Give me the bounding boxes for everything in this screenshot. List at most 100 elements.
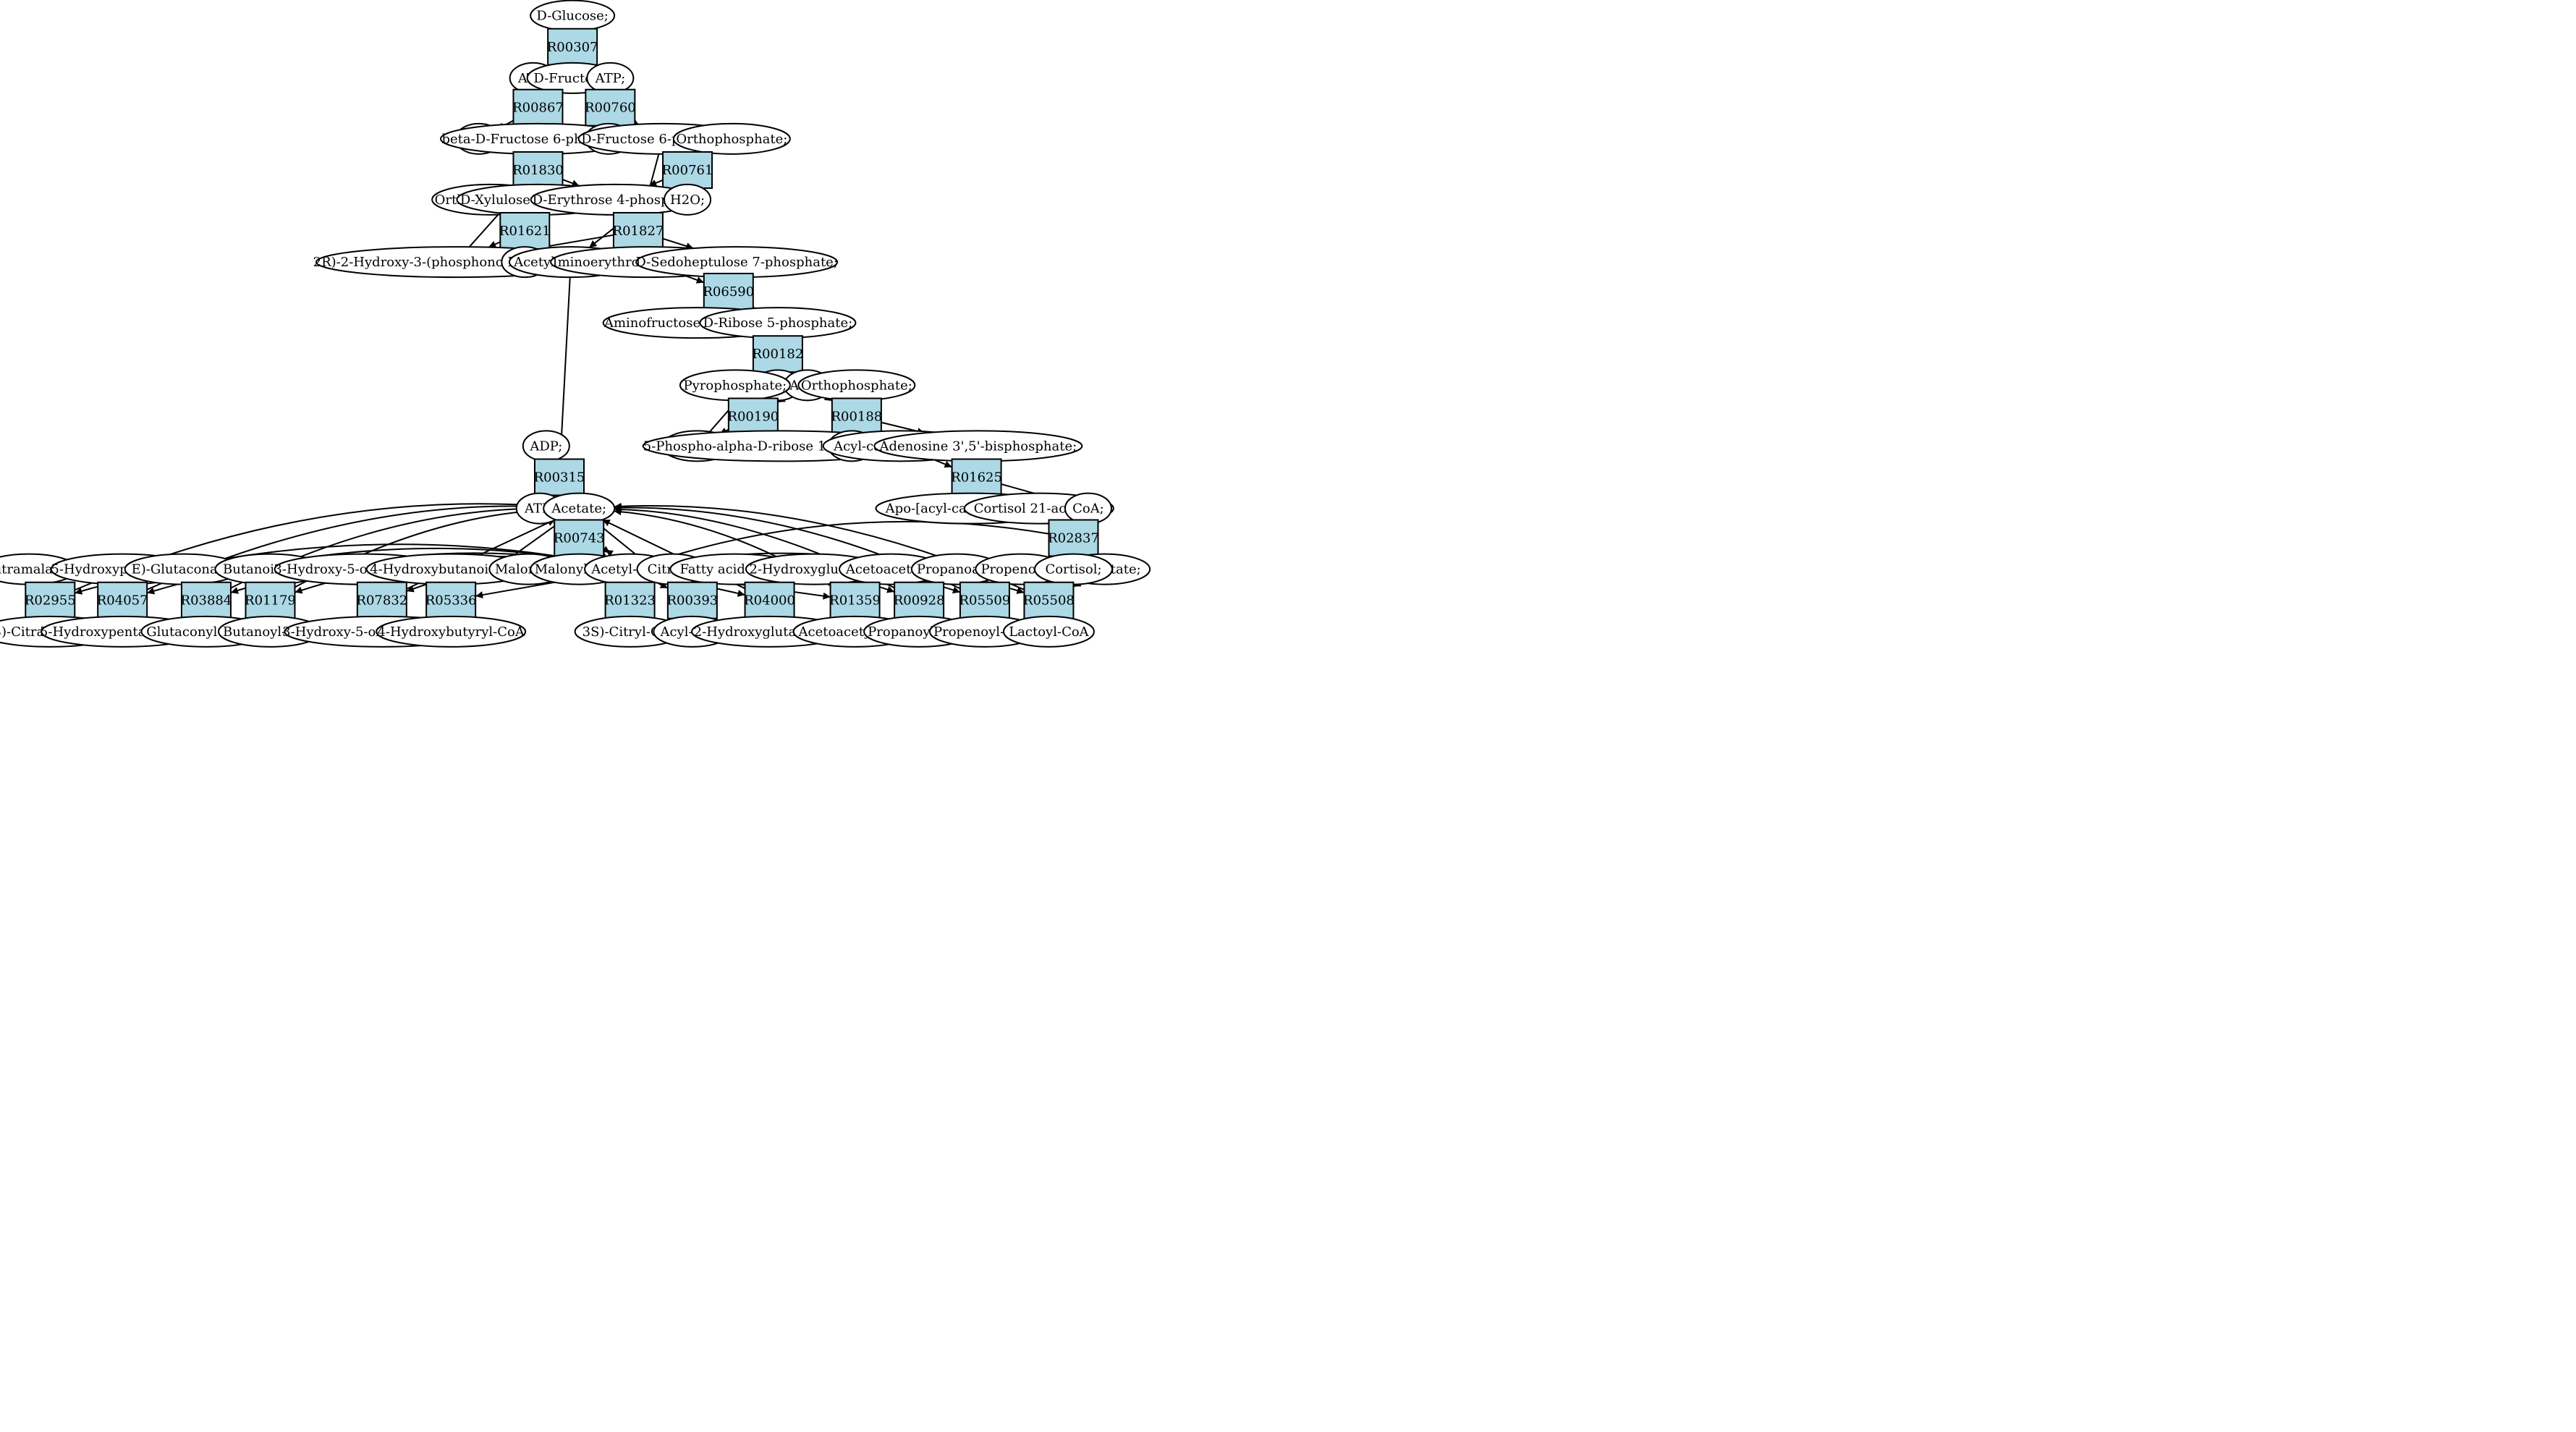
edge-r01830-to-de4p — [562, 179, 580, 187]
node-label: H2O; — [670, 192, 705, 208]
node-h2o1: H2O; — [664, 183, 712, 216]
node-label: R00760 — [585, 101, 636, 116]
node-label: R05508 — [1023, 593, 1075, 609]
node-hbutcoa: 4-Hydroxybutyryl-CoA — [376, 615, 527, 648]
node-r05336: R05336 — [425, 581, 477, 619]
node-label: D-Erythrose 4-phosphate — [533, 192, 698, 208]
edge-r00743-to-acetylcoa — [602, 546, 611, 554]
node-r00188: R00188 — [831, 397, 882, 436]
reaction-box — [752, 335, 803, 373]
reaction-box — [894, 581, 945, 619]
node-r00393: R00393 — [666, 581, 718, 619]
node-adp3: ADP; — [522, 430, 570, 462]
node-de4p: D-Erythrose 4-phosphate — [530, 183, 700, 216]
node-r00867: R00867 — [512, 88, 564, 127]
node-r00307: R00307 — [547, 27, 598, 66]
reaction-box — [604, 581, 656, 619]
node-label: R01323 — [604, 593, 656, 609]
reaction-box — [1048, 519, 1099, 557]
edge-r01827-to-ds7p — [662, 237, 694, 250]
reaction-box — [831, 397, 882, 436]
node-label: R01621 — [499, 224, 551, 239]
node-r00928: R00928 — [894, 581, 945, 619]
reaction-box — [666, 581, 718, 619]
metabolite-ellipse — [376, 615, 527, 648]
node-label: Orthophosphate; — [676, 132, 787, 147]
reaction-box — [245, 581, 296, 619]
node-pyro: Pyrophosphate; — [679, 369, 791, 402]
node-label: ATP; — [595, 71, 626, 86]
node-label: Orthophosphate; — [801, 378, 912, 393]
reaction-box — [744, 581, 795, 619]
node-acetate: Acetate; — [543, 492, 616, 525]
node-pap: Adenosine 3',5'-bisphosphate; — [873, 430, 1083, 462]
node-label: R00190 — [727, 410, 779, 425]
edge-r02837-to-acetylcoa — [663, 520, 1049, 561]
node-ds7p: D-Sedoheptulose 7-phosphate; — [635, 246, 839, 279]
node-r00315: R00315 — [533, 458, 585, 496]
node-r00760: R00760 — [585, 88, 636, 127]
node-label: R05336 — [425, 593, 477, 609]
node-label: R00315 — [534, 470, 585, 485]
node-label: ADP; — [529, 439, 562, 454]
reaction-box — [533, 458, 585, 496]
node-label: Adenosine 3',5'-bisphosphate; — [879, 439, 1077, 454]
node-label: R00761 — [662, 163, 713, 178]
reaction-box — [703, 272, 754, 310]
node-coa: CoA; — [1064, 492, 1112, 525]
node-label: R02955 — [25, 593, 76, 609]
metabolite-ellipse — [664, 183, 712, 216]
node-r01827: R01827 — [612, 211, 664, 250]
node-label: R01179 — [245, 593, 296, 609]
node-r01359: R01359 — [829, 581, 881, 619]
reaction-box — [554, 519, 605, 557]
node-label: R00307 — [547, 40, 598, 55]
reaction-box — [662, 151, 713, 189]
reaction-box — [25, 581, 76, 619]
reaction-box — [612, 211, 664, 250]
node-label: CoA; — [1072, 501, 1104, 517]
node-r02837: R02837 — [1048, 519, 1099, 557]
node-label: R00743 — [554, 530, 605, 546]
node-label: R07832 — [356, 593, 407, 609]
node-label: R05509 — [959, 593, 1011, 609]
node-label: D-Glucose; — [536, 9, 608, 24]
node-label: R00182 — [752, 347, 803, 362]
node-r07832: R07832 — [356, 581, 407, 619]
node-label: D-Sedoheptulose 7-phosphate; — [635, 255, 838, 270]
node-r04000: R04000 — [744, 581, 795, 619]
edge-acetylp-to-r00315 — [556, 277, 571, 459]
node-ortho1: Orthophosphate; — [672, 122, 791, 155]
node-r06590: R06590 — [703, 272, 754, 310]
nodes: D-Glucose;R00307ATP;D-Fructose;ATP;R0086… — [0, 0, 1151, 648]
node-r00190: R00190 — [727, 397, 779, 436]
node-dr5p: D-Ribose 5-phosphate; — [699, 307, 857, 339]
edge-r01621-to-g3p — [488, 241, 501, 248]
node-label: E)-Glutaconate; — [132, 562, 235, 577]
edge-acp-to-r01625 — [933, 459, 952, 468]
node-cortisol: Cortisol; — [1034, 553, 1113, 585]
edge-imino-to-r06590 — [685, 275, 705, 284]
node-r04057: R04057 — [97, 581, 148, 619]
node-label: Lactoyl-CoA — [1009, 624, 1089, 640]
reaction-box — [1023, 581, 1075, 619]
node-r00743: R00743 — [554, 519, 605, 557]
reaction-box — [512, 88, 564, 127]
node-label: R00393 — [666, 593, 718, 609]
node-r00761: R00761 — [662, 151, 713, 189]
node-label: R00867 — [512, 101, 564, 116]
node-dglucose: D-Glucose; — [530, 0, 616, 32]
node-label: R04057 — [97, 593, 148, 609]
reaction-box — [512, 151, 564, 189]
node-label: Acetate; — [551, 501, 606, 517]
node-label: R06590 — [703, 284, 754, 300]
node-label: Cortisol; — [1045, 562, 1101, 577]
node-r01323: R01323 — [604, 581, 656, 619]
reaction-box — [585, 88, 636, 127]
node-atp2: ATP; — [586, 62, 635, 94]
node-label: R01625 — [951, 470, 1002, 485]
node-label: 4-Hydroxybutyryl-CoA — [377, 624, 525, 640]
node-r05509: R05509 — [959, 581, 1011, 619]
node-label: R03884 — [181, 593, 232, 609]
